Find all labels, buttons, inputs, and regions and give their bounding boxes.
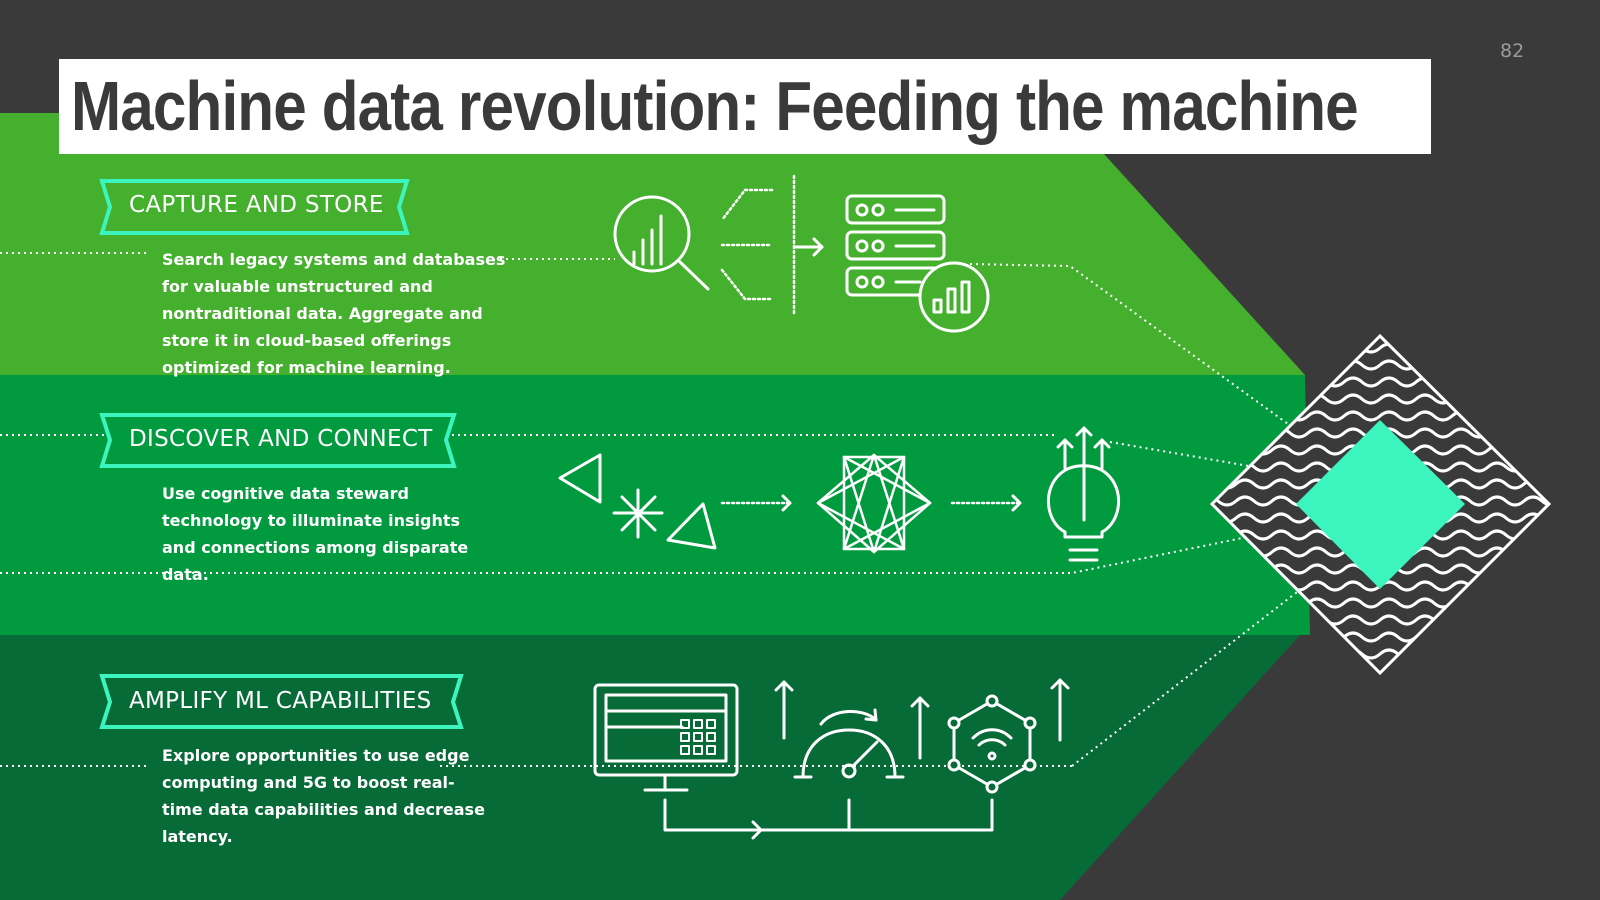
magnifier-chart-icon [613, 195, 710, 291]
amplify-label-frame [99, 674, 464, 729]
title-banner: Machine data revolution: Feeding the mac… [59, 59, 1431, 154]
capture-section-label: CAPTURE AND STORE [129, 192, 384, 218]
discover-section-description: Use cognitive data steward technology to… [162, 484, 469, 584]
discover-section-label: DISCOVER AND CONNECT [129, 426, 433, 452]
scattered-shapes-icon [558, 453, 717, 550]
amplify-section-description: Explore opportunities to use edge comput… [162, 746, 485, 846]
hub-core [1296, 420, 1465, 589]
speed-gauge-icon [793, 708, 905, 779]
wifi-hexagon-icon [947, 694, 1037, 794]
bar-chart-circle-icon [918, 261, 990, 333]
flow-connector [663, 798, 994, 840]
band-amplify [0, 635, 1300, 900]
page-title: Machine data revolution: Feeding the mac… [71, 67, 1359, 145]
monitor-keypad-icon [593, 683, 739, 792]
discover-label-frame [99, 413, 457, 468]
arrow-right-icon [794, 237, 824, 257]
server-stack-icon [845, 194, 946, 297]
up-arrow-icon [1050, 678, 1070, 742]
connected-star-icon [816, 453, 932, 554]
dotted-arrow-icon [950, 494, 1022, 512]
up-arrow-icon [774, 680, 794, 740]
capture-label-frame [99, 179, 410, 235]
lightbulb-icon [1046, 426, 1121, 562]
capture-section-description: Search legacy systems and databases for … [162, 250, 506, 377]
branching-lines-icon [720, 174, 796, 318]
up-arrow-icon [910, 696, 930, 760]
page-number: 82 [1500, 40, 1525, 62]
dotted-arrow-icon [720, 494, 792, 512]
band-discover [0, 375, 1310, 635]
amplify-section-label: AMPLIFY ML CAPABILITIES [129, 688, 432, 714]
